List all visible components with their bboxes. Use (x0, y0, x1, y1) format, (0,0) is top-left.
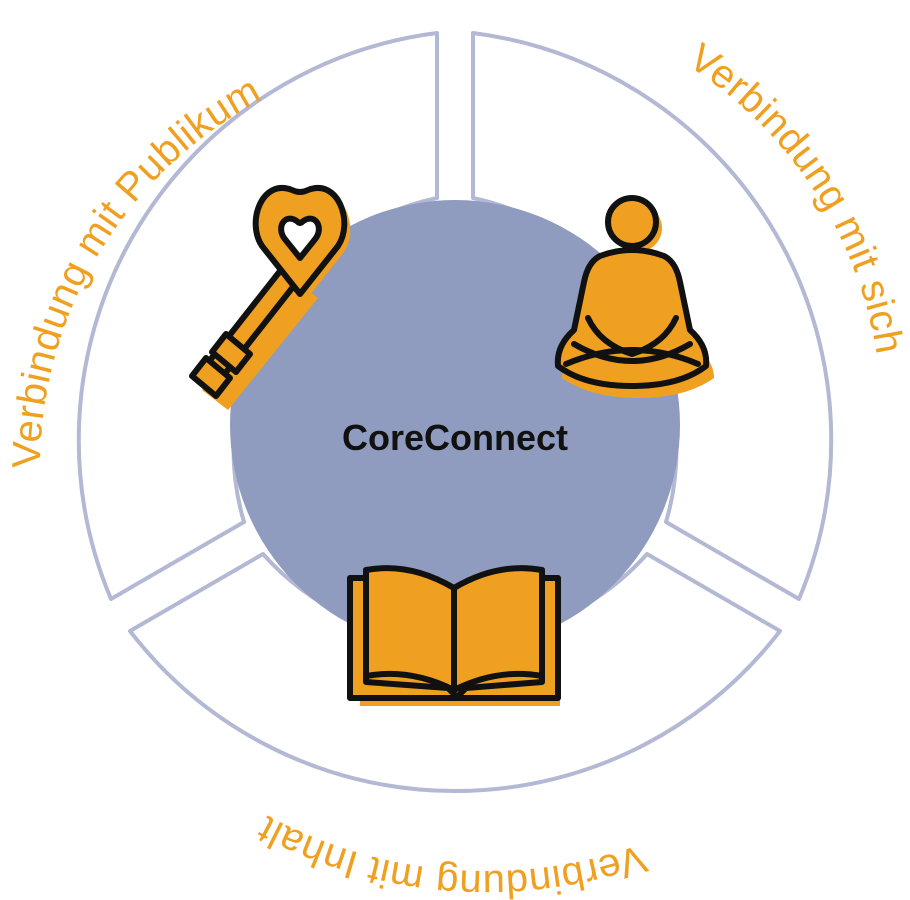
meditation-figure-icon (554, 195, 714, 398)
segment-label-inhalt: Verbindung mit Inhalt (250, 807, 651, 900)
center-title: CoreConnect (342, 417, 568, 458)
open-book-icon (347, 565, 561, 706)
center-circle (230, 200, 680, 650)
heart-key-icon (189, 185, 351, 410)
